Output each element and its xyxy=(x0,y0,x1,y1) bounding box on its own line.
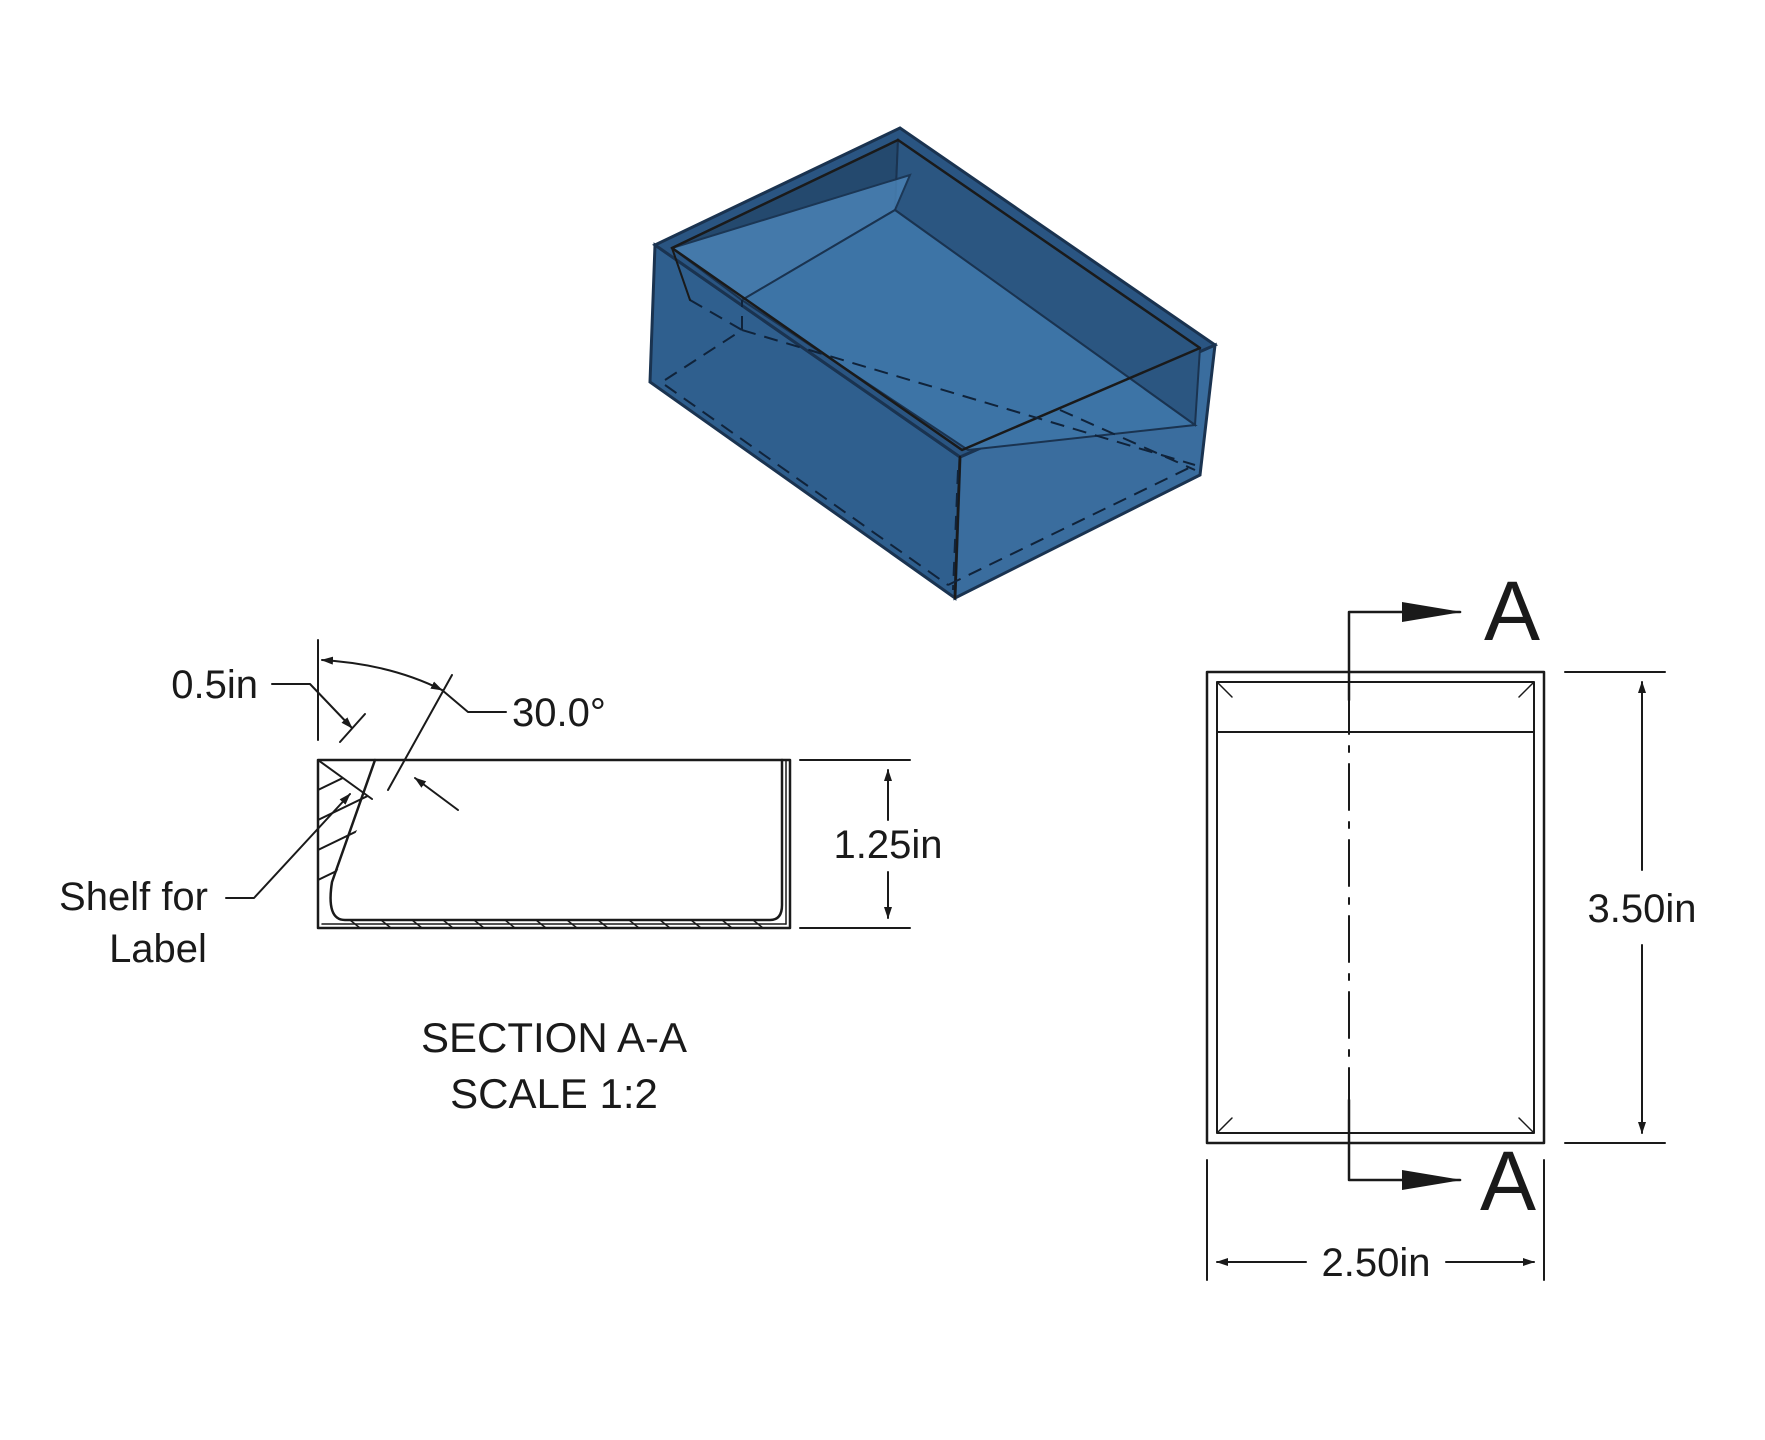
hatch-tick xyxy=(721,919,733,929)
hatch-tick xyxy=(597,919,609,929)
top-view: A A 3.50in 2.50in xyxy=(1205,564,1697,1285)
top-length-dimension: 3.50in xyxy=(1588,887,1697,931)
hatch-tick xyxy=(752,919,764,929)
hatch-tick xyxy=(349,919,361,929)
top-outer-rim xyxy=(1205,670,1546,1145)
section-marker-top: A xyxy=(1484,564,1540,658)
hatch-tick xyxy=(566,919,578,929)
section-inner-profile xyxy=(329,758,784,922)
section-view: 1.25in 0.5in 30.0° Shelf for Label SECTI… xyxy=(59,639,943,1117)
hatch-tick xyxy=(690,919,702,929)
section-marker-bottom: A xyxy=(1480,1134,1536,1228)
section-height-dimension: 1.25in xyxy=(834,823,943,867)
hatch-tick xyxy=(380,919,392,929)
hatch-tick xyxy=(659,919,671,929)
section-title: SECTION A-A xyxy=(421,1014,687,1061)
section-thickness-dimension: 0.5in xyxy=(171,663,258,707)
hatch-tick xyxy=(535,919,547,929)
top-width-dimension: 2.50in xyxy=(1322,1241,1431,1285)
section-outer-profile xyxy=(316,758,792,930)
shelf-note-line2: Label xyxy=(109,927,207,971)
isometric-view xyxy=(648,126,1219,601)
shelf-note-line1: Shelf for xyxy=(59,875,208,919)
hatch-tick xyxy=(628,919,640,929)
hatch-tick xyxy=(411,919,423,929)
hatch-tick xyxy=(473,919,485,929)
iso-interior-floor xyxy=(740,208,1198,452)
iso-hidden-edges xyxy=(664,299,1196,591)
hatch-tick xyxy=(504,919,516,929)
hatch-tick xyxy=(442,919,454,929)
top-inner-rim xyxy=(1216,681,1535,1134)
section-scale: SCALE 1:2 xyxy=(450,1070,658,1117)
section-angle-dimension: 30.0° xyxy=(512,691,606,735)
section-bottom-hatch xyxy=(349,919,764,929)
